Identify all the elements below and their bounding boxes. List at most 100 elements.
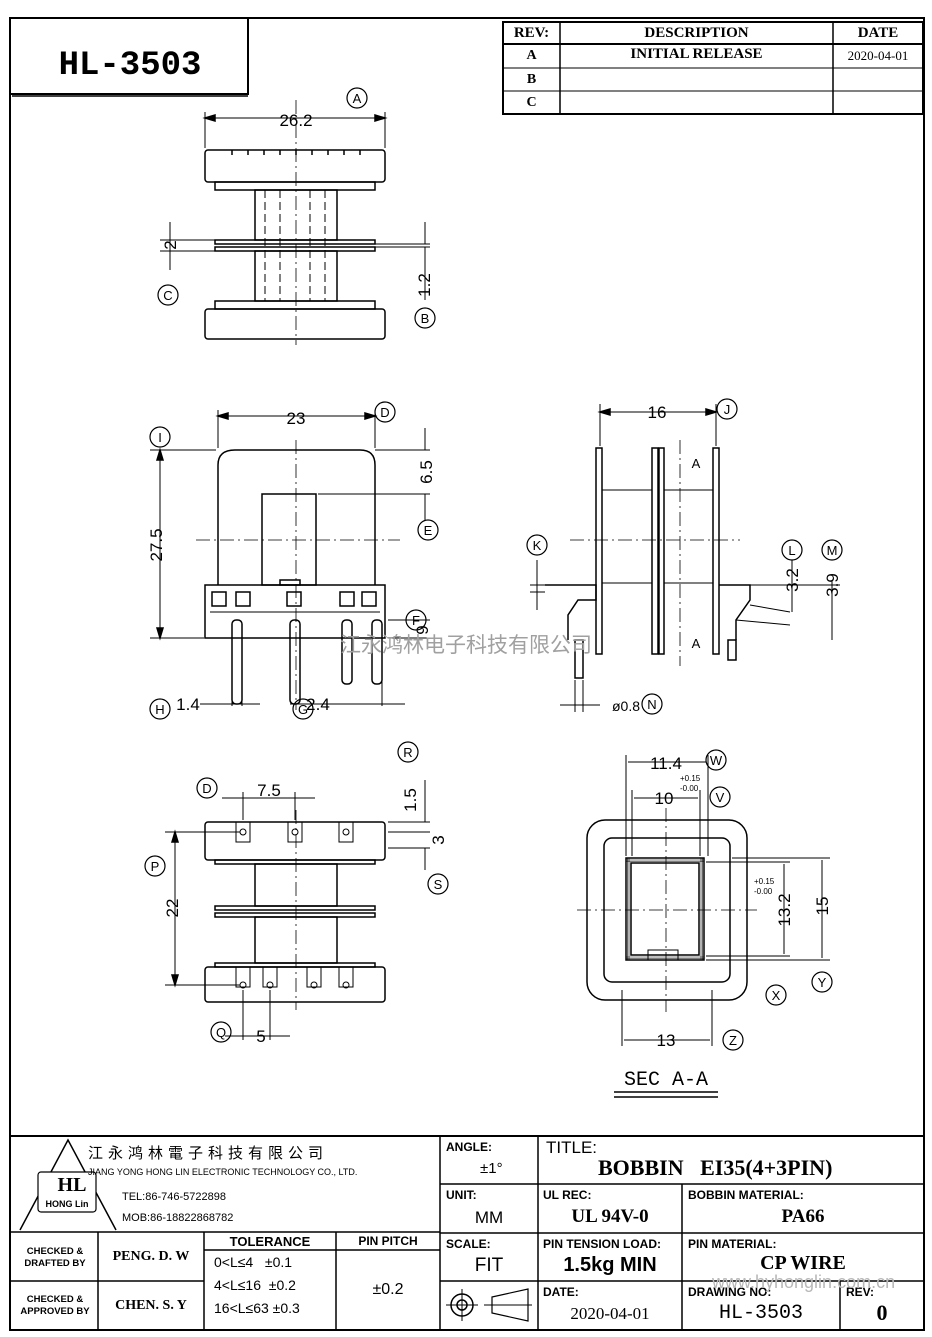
title-label: TITLE: — [546, 1138, 598, 1157]
pin-material-label: PIN MATERIAL: — [688, 1237, 777, 1251]
dim-front-pin-left: 1.4 — [176, 695, 200, 714]
rev-row-a-description: INITIAL RELEASE — [630, 45, 763, 62]
callout-d-bottom: D — [202, 781, 211, 796]
callout-w: W — [710, 753, 723, 768]
callout-f: F — [412, 613, 420, 628]
tolerance-row-2: 4<L≤16 ±0.2 — [214, 1277, 296, 1293]
checked-drafted-value: PENG. D. W — [112, 1248, 190, 1264]
rev-header-date: DATE — [857, 24, 899, 41]
dim-front-height: 27.5 — [147, 528, 166, 561]
angle-value: ±1° — [480, 1160, 503, 1177]
pin-pitch-value: ±0.2 — [372, 1281, 404, 1298]
dim-top-gap: 2 — [161, 240, 180, 249]
front-view — [150, 410, 430, 710]
checked-approved-value: CHEN. S. Y — [115, 1297, 187, 1313]
part-number-title: HL-3503 — [58, 47, 202, 85]
drawing-no-label: DRAWING NO: — [688, 1285, 772, 1299]
company-tel: TEL:86-746-5722898 — [122, 1191, 226, 1203]
dimension-labels: 26.2 2 1.2 23 27.5 6.5 9 1.4 2.4 16 3.2 … — [147, 111, 842, 1092]
unit-label: UNIT: — [446, 1188, 477, 1202]
tolerance-label: TOLERANCE — [229, 1233, 311, 1249]
callout-circles — [144, 87, 843, 1051]
pin-pitch-label: PIN PITCH — [358, 1234, 418, 1248]
callout-letters: A B C D D E F G H I J K L M N P Q R S V … — [151, 91, 838, 1048]
callout-i: I — [158, 430, 162, 445]
callout-s: S — [434, 877, 443, 892]
drawing-border — [9, 17, 925, 1331]
callout-p: P — [151, 859, 160, 874]
callout-x: X — [772, 988, 781, 1003]
callout-b: B — [421, 311, 430, 326]
callout-m: M — [827, 543, 838, 558]
bobbin-material-value: PA66 — [781, 1206, 825, 1227]
section-label: SEC A-A — [624, 1069, 708, 1092]
dim-side-pin-dia: ø0.8 — [612, 698, 640, 714]
tol-plus-side: +0.15 — [754, 877, 775, 886]
company-mob: MOB:86-18822868782 — [122, 1212, 234, 1224]
checked-approved-label: CHECKED & APPROVED BY — [20, 1294, 90, 1317]
company-name-cn: 江永鸿林電子科技有限公司 — [88, 1145, 329, 1162]
ul-label: UL REC: — [543, 1188, 592, 1202]
title-value: BOBBIN EI35(4+3PIN) — [598, 1155, 833, 1180]
rev-value: 0 — [876, 1300, 888, 1325]
tol-minus-side: -0.00 — [754, 887, 773, 896]
dim-front-top: 6.5 — [417, 460, 436, 484]
section-mark-bottom: A — [692, 636, 701, 651]
tolerance-row-3: 16<L≤63 ±0.3 — [214, 1300, 300, 1316]
rev-row-c-rev: C — [526, 94, 537, 110]
dim-section-height-outer: 15 — [813, 897, 832, 916]
dim-section-height-inner: 13.2 — [775, 893, 794, 926]
rev-header-rev: REV: — [513, 24, 550, 41]
dim-front-width: 23 — [287, 409, 306, 428]
company-logo-sub: HONG Lin — [45, 1199, 89, 1209]
dim-bottom-len: 22 — [163, 899, 182, 918]
rev-header-description: DESCRIPTION — [644, 24, 749, 41]
rev-row-b-rev: B — [526, 71, 537, 87]
dim-bottom-s: 3 — [429, 835, 448, 844]
callout-j: J — [724, 402, 731, 417]
callout-r: R — [403, 745, 412, 760]
dim-front-pin-len: 9 — [413, 625, 432, 634]
callout-c: C — [163, 288, 172, 303]
rev-row-a-date: 2020-04-01 — [847, 48, 909, 63]
pin-material-value: CP WIRE — [760, 1251, 846, 1274]
dim-section-outer: 11.4 — [650, 754, 682, 773]
dim-bottom-r: 1.5 — [401, 788, 420, 812]
company-logo: HL — [57, 1173, 87, 1196]
date-label: DATE: — [543, 1285, 579, 1299]
rev-label: REV: — [846, 1285, 875, 1299]
side-view — [530, 404, 840, 712]
section-mark-top: A — [692, 456, 701, 471]
dim-top-flange: 1.2 — [415, 273, 434, 297]
checked-drafted-label: CHECKED & DRAFTED BY — [24, 1246, 86, 1269]
unit-value: MM — [474, 1208, 504, 1227]
part-number-box — [9, 17, 249, 95]
date-value: 2020-04-01 — [570, 1304, 650, 1323]
callout-y: Y — [818, 975, 827, 990]
title-block-grid — [10, 1135, 924, 1330]
angle-label: ANGLE: — [446, 1140, 492, 1154]
dim-bottom-q: 5 — [256, 1027, 265, 1046]
dim-side-pin-h2: 3.9 — [823, 573, 842, 597]
callout-q: Q — [216, 1025, 226, 1040]
tol-minus-top: -0.00 — [680, 784, 699, 793]
scale-label: SCALE: — [446, 1237, 491, 1251]
watermark: 江永鸿林电子科技有限公司 — [340, 634, 592, 657]
company-name-en: JIANG YONG HONG LIN ELECTRONIC TECHNOLOG… — [88, 1167, 358, 1177]
callout-d: D — [380, 405, 389, 420]
dim-bottom-pitch: 7.5 — [257, 781, 281, 800]
pin-tension-value: 1.5kg MIN — [563, 1253, 657, 1276]
bottom-view — [165, 780, 430, 1040]
dim-front-pin-span: 2.4 — [306, 695, 330, 714]
callout-v: V — [716, 790, 725, 805]
callout-h: H — [155, 702, 164, 717]
dim-side-pin-h1: 3.2 — [783, 568, 802, 592]
bobbin-material-label: BOBBIN MATERIAL: — [688, 1188, 804, 1202]
dim-side-width: 16 — [648, 403, 667, 422]
callout-g: G — [298, 702, 308, 717]
callout-l: L — [788, 543, 795, 558]
callout-k: K — [533, 538, 542, 553]
top-view — [160, 100, 430, 345]
dim-section-inner: 10 — [655, 789, 674, 808]
